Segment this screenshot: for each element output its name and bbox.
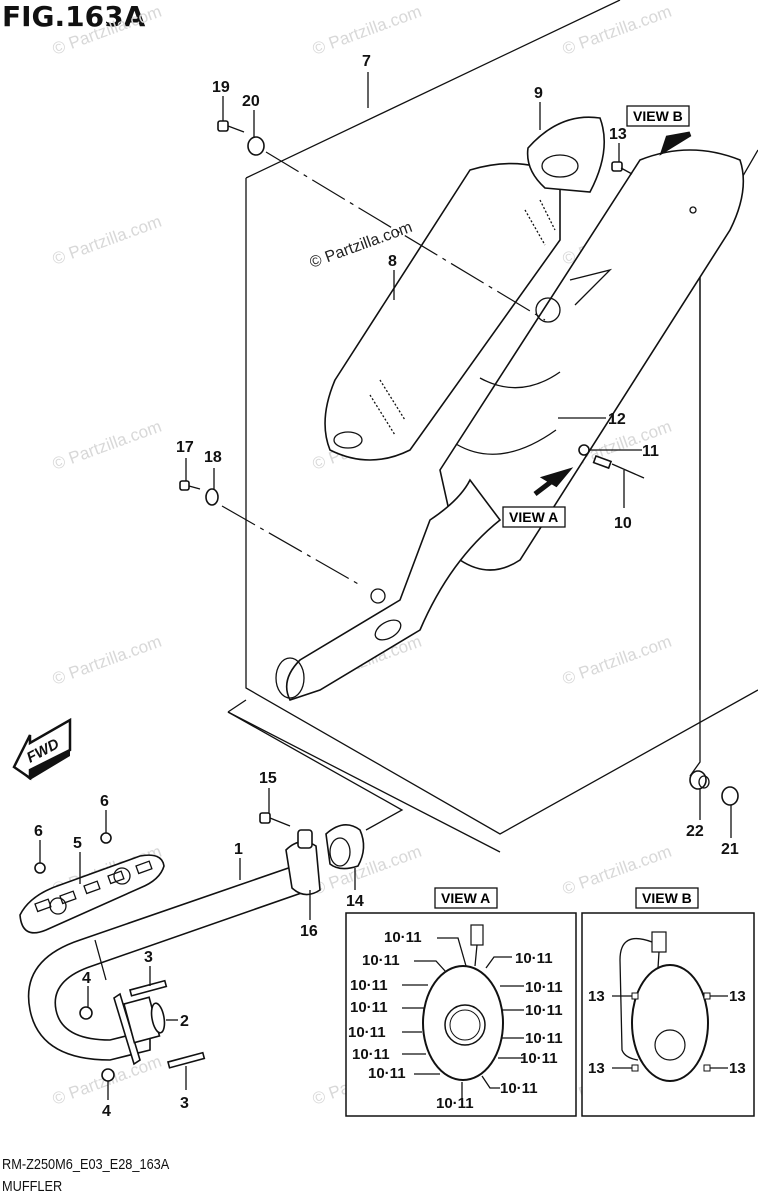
gasket-2[interactable] [149,1002,166,1034]
joint-gasket-14[interactable] [325,824,365,870]
view-a-callout: 10·11 [500,1080,538,1097]
view-a-callout: 10·11 [368,1065,406,1082]
view-b-heading: VIEW B [642,890,692,906]
bolt-15[interactable] [259,812,291,827]
clamp-16[interactable] [285,829,321,896]
callout-16[interactable]: 16 [300,923,318,940]
callout-6b[interactable]: 6 [100,793,109,810]
mounting-dash-line-2 [221,505,361,586]
callout-15[interactable]: 15 [259,770,277,787]
view-b-heading-box [635,887,699,909]
mounting-dash-line [265,151,546,321]
view-a-callout: 10·11 [348,1024,386,1041]
forward-arrow-icon: FWD [12,717,72,781]
view-a-callout: 10·11 [515,950,553,967]
view-a-callout: 10·11 [352,1046,390,1063]
view-b-arrow [659,131,692,156]
watermark: © Partzilla.com [310,842,424,899]
callout-22[interactable]: 22 [686,823,704,840]
heat-shield[interactable] [19,854,165,934]
view-a-callout: 10·11 [525,979,563,996]
nut-6a[interactable] [34,862,46,874]
grommet-21[interactable] [721,786,739,806]
stud-3a[interactable] [129,979,168,997]
watermark: © Partzilla.com [310,2,424,59]
assembly-frame [227,0,758,853]
view-a-callout: 10·11 [350,999,388,1016]
watermark: © Partzilla.com [560,2,674,59]
view-b-callout: 13 [729,988,746,1005]
view-a-callout: 10·11 [525,1002,563,1019]
callout-3b[interactable]: 3 [180,1095,189,1112]
view-a-arrow [533,467,574,496]
figure-title: FIG.163A [2,0,146,33]
callout-11[interactable]: 11 [642,443,659,460]
watermark: © Partzilla.com [560,632,674,689]
rivet-10[interactable] [592,454,645,479]
callout-13[interactable]: 13 [609,126,627,143]
watermark: © Partzilla.com [50,2,164,59]
end-cap[interactable] [526,116,606,193]
washer-18[interactable] [205,488,219,506]
callout-9[interactable]: 9 [534,85,543,102]
callout-10[interactable]: 10 [614,515,632,532]
callout-7[interactable]: 7 [362,53,371,70]
bolt-19[interactable] [217,120,245,133]
view-b-tag-label: VIEW B [633,108,683,124]
callout-2[interactable]: 2 [180,1013,189,1030]
view-a-heading-box [434,887,498,909]
watermark: © Partzilla.com [50,212,164,269]
nut-6b[interactable] [100,832,112,844]
collar-22[interactable] [689,770,707,790]
callout-8[interactable]: 8 [388,253,397,270]
stud-3b[interactable] [167,1051,206,1069]
watermark: © Partzilla.com [50,632,164,689]
callout-19[interactable]: 19 [212,79,230,96]
view-a-tag-label: VIEW A [509,509,558,525]
nut-4b[interactable] [101,1068,115,1082]
view-a-callout: 10·11 [362,952,400,969]
callout-6a[interactable]: 6 [34,823,43,840]
muffler-body[interactable] [439,149,745,571]
view-b-panel: VIEW B 13 13 13 13 [581,887,755,1117]
callout-17[interactable]: 17 [176,439,194,456]
view-b-callout: 13 [588,988,605,1005]
view-a-heading: VIEW A [441,890,490,906]
view-a-tag[interactable] [502,506,566,528]
callout-4b[interactable]: 4 [102,1103,111,1120]
callout-1[interactable]: 1 [234,841,243,858]
watermark: © Partzilla.com [50,417,164,474]
view-b-callout: 13 [588,1060,605,1077]
bolt-13[interactable] [611,161,633,175]
exhaust-pipe[interactable] [27,862,312,1061]
bolt-17[interactable] [179,480,201,491]
callout-4a[interactable]: 4 [82,970,91,987]
nut-4a[interactable] [79,1006,93,1020]
connector-pipe[interactable] [275,478,502,701]
callout-14[interactable]: 14 [346,893,364,910]
view-a-callout: 10·11 [520,1050,558,1067]
washer-20[interactable] [247,136,265,156]
view-a-callout: 10·11 [525,1030,563,1047]
view-a-callout: 10·11 [384,929,422,946]
view-a-callout: 10·11 [350,977,388,994]
callout-20[interactable]: 20 [242,93,260,110]
figure-name: MUFFLER [2,1178,63,1195]
callout-12[interactable]: 12 [608,411,626,428]
callout-5[interactable]: 5 [73,835,82,852]
view-a-panel: VIEW A 10·11 10·11 10·11 10·11 10·11 10·… [345,887,577,1117]
frame-lower-bracket [227,699,404,831]
callout-21[interactable]: 21 [721,841,739,858]
view-b-callout: 13 [729,1060,746,1077]
callout-18[interactable]: 18 [204,449,222,466]
view-b-tag[interactable] [626,105,690,127]
muffler-cover[interactable] [324,162,561,461]
callout-3a[interactable]: 3 [144,949,153,966]
frame-leader-22 [689,700,701,777]
watermark-dark: © Partzilla.com [308,219,415,272]
washer-11[interactable] [578,444,590,456]
view-a-callout: 10·11 [436,1095,474,1112]
figure-code: RM-Z250M6_E03_E28_163A [2,1156,170,1173]
